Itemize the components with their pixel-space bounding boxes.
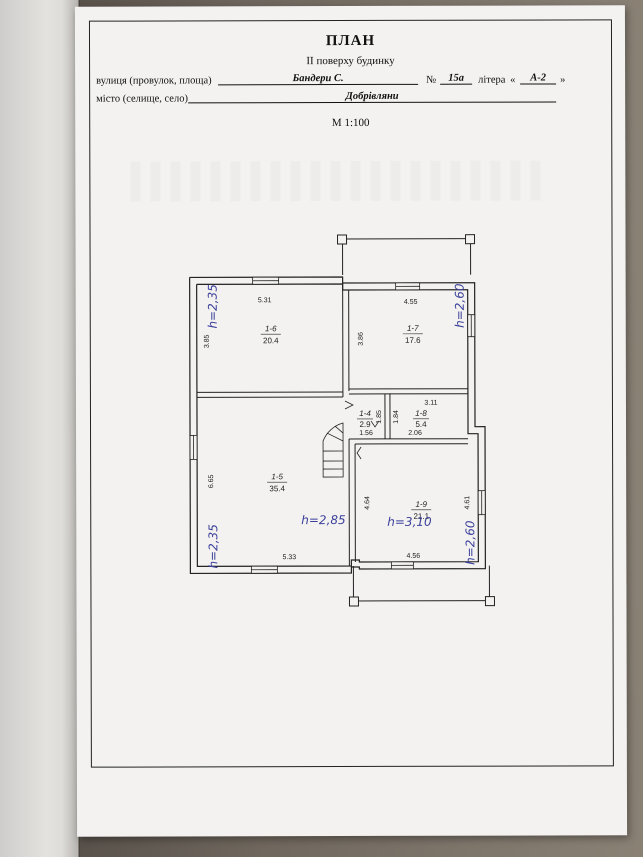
dim-r5-depth: 6.65	[208, 474, 215, 488]
handwritten-heights: h=2,35 h=2,60 h=2,35 h=2,85 h=3,10 h=2,6…	[206, 283, 478, 568]
dim-r8-depth: 1.84	[393, 410, 400, 424]
dim-r9-depth-left: 4.64	[364, 496, 371, 510]
room-9-id: 1-9	[415, 500, 427, 509]
staircase	[322, 422, 344, 478]
room-9-area: 21.1	[413, 512, 429, 521]
dim-r4-width: 1.56	[359, 430, 373, 437]
height-r9-corner: h=2,60	[463, 520, 477, 565]
height-r5: h=2,85	[301, 513, 345, 527]
dim-r7-width: 4.55	[404, 299, 418, 306]
height-r6: h=2,35	[206, 284, 220, 328]
room-labels: 1-6 20.4 1-7 17.6 1-4 2.9 1-8 5.4 1-5 35…	[260, 324, 432, 521]
door-markers	[344, 400, 380, 460]
dimension-labels: 5.31 3.85 4.55 3.86 3.11 1.85 1.84 1.56 …	[204, 297, 471, 561]
dim-r6-depth: 3.85	[204, 334, 211, 348]
document-sheet: ПЛАН ІІ поверху будинку вулиця (провулок…	[74, 5, 628, 837]
room-4-id: 1-4	[359, 409, 371, 418]
room-6-id: 1-6	[265, 324, 277, 333]
dim-r8-width: 3.11	[424, 400, 437, 407]
room-5-area: 35.4	[269, 484, 285, 493]
bottom-balcony	[348, 565, 495, 607]
interior-walls	[196, 284, 469, 567]
dim-r8-bottom: 2.06	[408, 430, 422, 437]
underlying-page	[0, 0, 79, 857]
room-4-area: 2.9	[359, 420, 371, 429]
height-r5-corner: h=2,35	[206, 524, 220, 568]
room-7-area: 17.6	[405, 336, 421, 345]
height-r9: h=3,10	[387, 515, 432, 529]
dim-r6-width: 5.31	[258, 297, 272, 304]
room-7-id: 1-7	[407, 324, 419, 333]
dim-r5-width: 5.33	[283, 554, 297, 561]
dim-r4-depth: 1.85	[376, 410, 383, 424]
top-balcony	[337, 234, 476, 276]
height-r7: h=2,60	[453, 283, 467, 328]
room-5-id: 1-5	[271, 472, 283, 481]
floor-plan: 5.31 3.85 4.55 3.86 3.11 1.85 1.84 1.56 …	[189, 234, 495, 607]
room-8-id: 1-8	[415, 409, 427, 418]
room-8-area: 5.4	[415, 420, 427, 429]
windows	[189, 276, 486, 574]
dim-r9-width: 4.56	[407, 553, 421, 560]
document-frame: ПЛАН ІІ поверху будинку вулиця (провулок…	[88, 19, 614, 768]
dim-r7-depth: 3.86	[358, 332, 365, 346]
room-6-area: 20.4	[263, 336, 279, 345]
dim-r9-depth-right: 4.61	[464, 496, 471, 510]
